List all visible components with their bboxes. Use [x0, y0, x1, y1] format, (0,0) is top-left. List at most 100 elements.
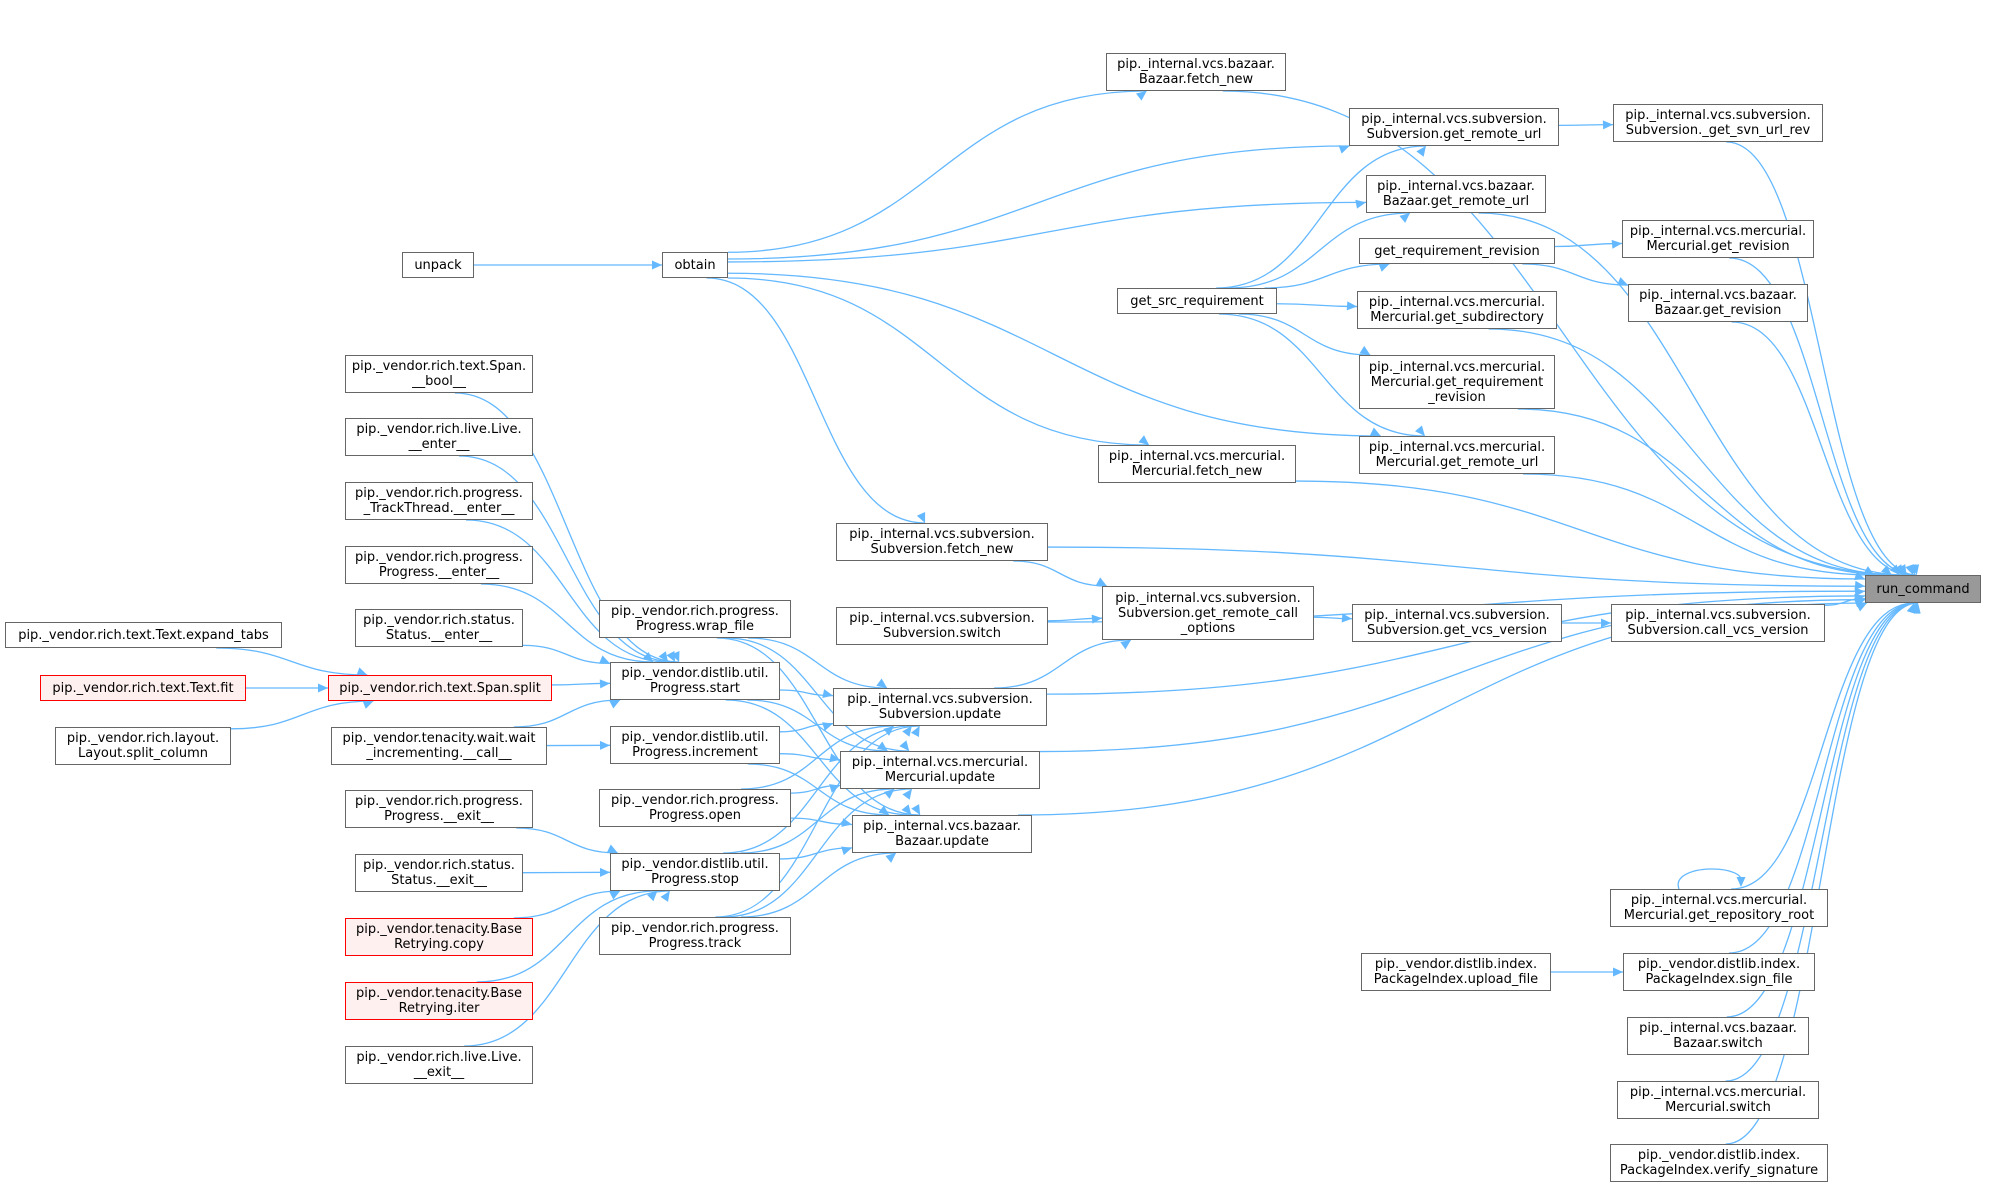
edge-verify_signature-to-run_command	[1725, 602, 1919, 1145]
node-subversion-call-vcs-version[interactable]: pip._internal.vcs.subversion.Subversion.…	[1611, 604, 1825, 642]
edge-get_src_requirement-to-hg_get_subdirectory	[1276, 303, 1358, 308]
edge-arrowhead	[599, 679, 610, 689]
edge-wait_incrementing-to-dl_start	[513, 699, 621, 728]
node-unpack[interactable]: unpack	[402, 252, 474, 278]
node-bazaar-get-revision[interactable]: pip._internal.vcs.bazaar.Bazaar.get_revi…	[1628, 284, 1808, 322]
edge-sv_fetch_new-to-run_command	[1047, 546, 1866, 587]
node-subversion-fetch-new[interactable]: pip._internal.vcs.subversion.Subversion.…	[836, 523, 1048, 561]
node-trackthread-enter[interactable]: pip._vendor.rich.progress._TrackThread._…	[345, 482, 533, 520]
edge-arrowhead	[1881, 564, 1892, 575]
node-subversion-update[interactable]: pip._internal.vcs.subversion.Subversion.…	[833, 688, 1047, 726]
edge-arrowhead	[841, 846, 852, 856]
edge-arrowhead	[1854, 580, 1865, 590]
edge-obtain-to-hg_get_remote_url	[727, 272, 1381, 437]
edge-arrowhead	[1378, 263, 1390, 272]
node-distlib-progress-increment[interactable]: pip._vendor.distlib.util.Progress.increm…	[610, 726, 780, 764]
node-distlib-progress-start[interactable]: pip._vendor.distlib.util.Progress.start	[610, 662, 780, 700]
edge-expand_tabs-to-span_split	[216, 647, 368, 676]
node-mercurial-get-repository-root[interactable]: pip._internal.vcs.mercurial.Mercurial.ge…	[1610, 889, 1828, 927]
node-status-exit[interactable]: pip._vendor.rich.status.Status.__exit__	[355, 854, 523, 892]
node-rich-progress-open[interactable]: pip._vendor.rich.progress.Progress.open	[599, 789, 791, 827]
edge-arrowhead	[916, 512, 926, 523]
edge-arrowhead	[1601, 618, 1611, 628]
edge-sign_file-to-run_command	[1729, 602, 1916, 954]
edge-arrowhead	[822, 689, 833, 698]
node-bazaar-update[interactable]: pip._internal.vcs.bazaar.Bazaar.update	[852, 815, 1032, 853]
node-mercurial-update[interactable]: pip._internal.vcs.mercurial.Mercurial.up…	[840, 751, 1040, 789]
node-mercurial-get-subdirectory[interactable]: pip._internal.vcs.mercurial.Mercurial.ge…	[1357, 291, 1557, 329]
node-wait-incrementing-call[interactable]: pip._vendor.tenacity.wait.wait_increment…	[331, 727, 547, 765]
node-get-src-requirement[interactable]: get_src_requirement	[1117, 288, 1277, 314]
node-span-bool[interactable]: pip._vendor.rich.text.Span.__bool__	[345, 355, 533, 393]
edge-arrowhead	[1338, 145, 1350, 154]
edge-arrowhead	[911, 804, 921, 815]
edge-arrowhead	[1120, 640, 1132, 650]
edge-arrowhead	[1091, 614, 1102, 624]
edge-hg_switch-to-run_command	[1725, 602, 1918, 1082]
node-package-index-sign-file[interactable]: pip._vendor.distlib.index.PackageIndex.s…	[1623, 953, 1815, 991]
edge-arrowhead	[1905, 564, 1914, 575]
edge-arrowhead	[666, 651, 676, 662]
node-subversion-get-vcs-version[interactable]: pip._internal.vcs.subversion.Subversion.…	[1352, 604, 1562, 642]
node-package-index-verify-signature[interactable]: pip._vendor.distlib.index.PackageIndex.v…	[1610, 1144, 1828, 1182]
node-distlib-progress-stop[interactable]: pip._vendor.distlib.util.Progress.stop	[610, 853, 780, 891]
node-subversion-get-remote-url[interactable]: pip._internal.vcs.subversion.Subversion.…	[1349, 108, 1559, 146]
edge-arrowhead	[1617, 277, 1628, 286]
edge-base_copy-to-dl_stop	[513, 890, 621, 919]
edge-hg_get_revision-to-run_command	[1729, 257, 1915, 576]
edge-live_exit-to-dl_stop	[464, 890, 670, 1047]
node-progress-enter[interactable]: pip._vendor.rich.progress.Progress.__ent…	[345, 546, 533, 584]
edge-hg_fetch_new-to-run_command	[1295, 480, 1866, 580]
node-bazaar-get-remote-url[interactable]: pip._internal.vcs.bazaar.Bazaar.get_remo…	[1366, 175, 1546, 213]
node-live-exit[interactable]: pip._vendor.rich.live.Live.__exit__	[345, 1046, 533, 1084]
edge-arrowhead	[660, 891, 670, 902]
edge-arrowhead	[902, 726, 912, 737]
edge-progress_enter-to-dl_start	[480, 583, 654, 663]
node-get-requirement-revision[interactable]: get_requirement_revision	[1359, 238, 1555, 264]
node-text-expand-tabs[interactable]: pip._vendor.rich.text.Text.expand_tabs	[5, 622, 282, 648]
node-mercurial-get-requirement-revision[interactable]: pip._internal.vcs.mercurial.Mercurial.ge…	[1359, 355, 1555, 409]
edge-arrowhead	[599, 867, 610, 877]
node-bazaar-switch[interactable]: pip._internal.vcs.bazaar.Bazaar.switch	[1627, 1017, 1809, 1055]
node-subversion-switch[interactable]: pip._internal.vcs.subversion.Subversion.…	[836, 607, 1048, 645]
node-text-fit[interactable]: pip._vendor.rich.text.Text.fit	[40, 675, 246, 701]
edge-arrowhead	[822, 722, 833, 731]
node-rich-progress-track[interactable]: pip._vendor.rich.progress.Progress.track	[599, 917, 791, 955]
edge-hg_get_repository_root-to-run_command	[1731, 602, 1915, 890]
node-subversion-get-remote-call-options[interactable]: pip._internal.vcs.subversion.Subversion.…	[1102, 586, 1314, 640]
edge-arrowhead	[1136, 91, 1147, 101]
edge-arrowhead	[609, 891, 621, 900]
node-mercurial-fetch-new[interactable]: pip._internal.vcs.mercurial.Mercurial.fe…	[1098, 445, 1296, 483]
edge-sv_fetch_new-to-sv_get_remote_call_options	[1013, 560, 1107, 587]
node-live-enter[interactable]: pip._vendor.rich.live.Live.__enter__	[345, 418, 533, 456]
node-bazaar-fetch-new[interactable]: pip._internal.vcs.bazaar.Bazaar.fetch_ne…	[1106, 53, 1286, 91]
node-package-index-upload-file[interactable]: pip._vendor.distlib.index.PackageIndex.u…	[1361, 953, 1551, 991]
node-run-command[interactable]: run_command	[1865, 575, 1981, 603]
edge-arrowhead	[599, 740, 610, 750]
edge-rp_track-to-sv_update	[715, 725, 920, 918]
edge-hg_get_repository_root-to-hg_get_repository_root	[1677, 868, 1743, 890]
edge-arrowhead	[1346, 301, 1357, 311]
edge-arrowhead	[609, 700, 621, 709]
node-span-split[interactable]: pip._vendor.rich.text.Span.split	[328, 675, 552, 701]
node-rich-progress-wrap-file[interactable]: pip._vendor.rich.progress.Progress.wrap_…	[599, 600, 791, 638]
node-mercurial-get-revision[interactable]: pip._internal.vcs.mercurial.Mercurial.ge…	[1622, 220, 1814, 258]
edge-arrowhead	[841, 818, 852, 827]
edge-bz_get_revision-to-run_command	[1731, 321, 1913, 576]
node-mercurial-switch[interactable]: pip._internal.vcs.mercurial.Mercurial.sw…	[1617, 1081, 1819, 1119]
edge-live_enter-to-dl_start	[458, 455, 676, 663]
edge-arrowhead	[1889, 564, 1900, 575]
edge-arrowhead	[318, 683, 328, 693]
node-status-enter[interactable]: pip._vendor.rich.status.Status.__enter__	[355, 609, 523, 647]
edge-get_src_requirement-to-hg_get_remote_url	[1218, 313, 1425, 437]
edge-arrowhead	[1854, 571, 1865, 581]
node-progress-exit[interactable]: pip._vendor.rich.progress.Progress.__exi…	[345, 790, 533, 828]
node-layout-split-column[interactable]: pip._vendor.rich.layout.Layout.split_col…	[55, 727, 231, 765]
node-mercurial-get-remote-url[interactable]: pip._internal.vcs.mercurial.Mercurial.ge…	[1359, 436, 1555, 474]
node-obtain[interactable]: obtain	[662, 252, 728, 278]
edge-arrowhead	[652, 260, 662, 270]
node-subversion-get-svn-url-rev[interactable]: pip._internal.vcs.subversion.Subversion.…	[1613, 104, 1823, 142]
edge-get_src_requirement-to-hg_get_requirement_revision	[1238, 313, 1371, 356]
